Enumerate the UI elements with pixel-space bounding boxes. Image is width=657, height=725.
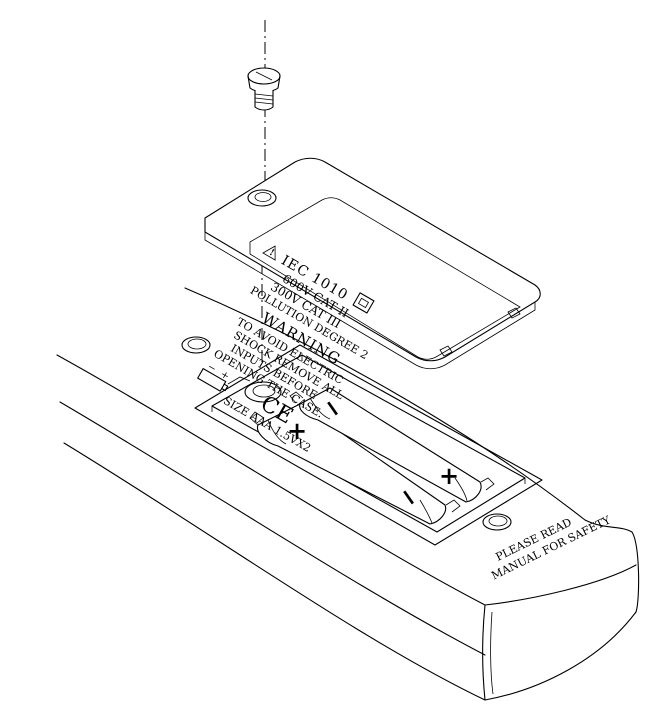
case-side-curve-1 — [56, 354, 486, 606]
case-side-curve-2 — [59, 401, 486, 656]
battery-left — [256, 403, 447, 525]
cover-label-border — [249, 197, 521, 360]
contact-left-top — [249, 411, 265, 426]
battery-right-plus-mark: + — [439, 461, 459, 490]
case-hole-left — [181, 336, 211, 354]
compartment-wall-ticks — [211, 355, 526, 484]
cover-clip-tab-2 — [507, 307, 521, 319]
compartment-outer-rim — [194, 344, 543, 546]
cover-clip-tab-1 — [439, 345, 453, 357]
battery-symbol-icon — [197, 368, 229, 392]
battery-symbol-plus: + — [218, 369, 231, 383]
case-front-bevel — [490, 611, 494, 695]
compartment-step — [227, 376, 251, 385]
case-front-face-top — [484, 564, 637, 606]
contact-mid-top — [289, 391, 304, 404]
case-front-side — [631, 531, 640, 613]
contact-mid-bottom — [445, 499, 461, 513]
battery-compartment — [194, 344, 543, 546]
screw — [247, 67, 281, 111]
battery-right — [299, 387, 482, 503]
compartment-screw-boss — [244, 381, 282, 403]
battery-symbol-minus: − — [205, 361, 218, 375]
battery-cover — [204, 157, 541, 370]
case-front-top — [584, 519, 633, 533]
contact-right-bottom — [480, 477, 495, 491]
case-side-curve-3 — [63, 442, 486, 701]
case-front-face-bottom — [484, 611, 637, 701]
svg-text:!: ! — [267, 248, 275, 259]
battery-left-plus-mark: + — [287, 416, 307, 445]
double-insulation-icon — [352, 292, 375, 314]
case-front-face-left — [482, 604, 486, 701]
case-safety-text: PLEASE READ MANUAL FOR SAFETY — [489, 513, 613, 582]
cover-screw-hole — [247, 189, 277, 207]
case-hole-right — [482, 513, 512, 531]
warning-triangle-icon — [262, 245, 276, 261]
